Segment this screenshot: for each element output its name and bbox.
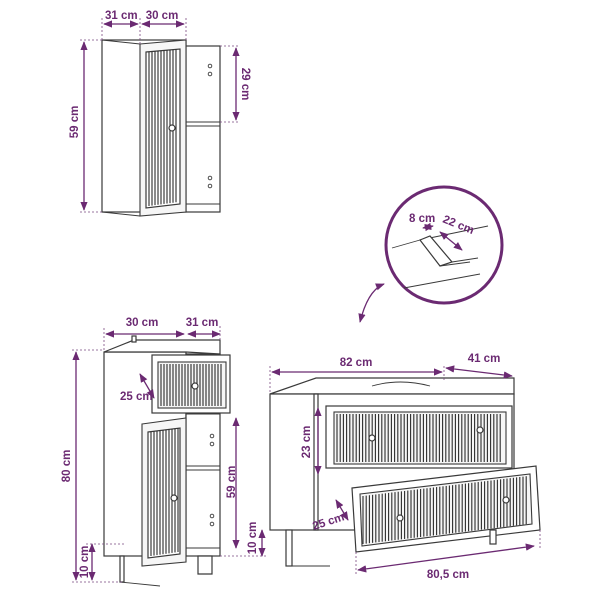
tall-cabinet — [72, 326, 268, 587]
vanity-depth-label: 41 cm — [468, 353, 501, 365]
vanity-bottom-label: 80,5 cm — [427, 569, 469, 581]
tall-cabinet-depth-label: 31 cm — [186, 317, 219, 329]
detail-label-a: 8 cm — [409, 213, 435, 225]
wall-cabinet-open-side — [185, 45, 221, 213]
tall-cabinet-leg-label-left: 10 cm — [79, 546, 91, 579]
tall-cabinet-height-label: 80 cm — [61, 450, 73, 483]
tall-cabinet-leg-label-right: 10 cm — [247, 522, 259, 555]
tall-cabinet-drawer-label: 25 cm — [120, 391, 153, 403]
vanity-drawer-label: 23 cm — [301, 426, 313, 459]
wall-cabinet-shelf-label: 29 cm — [239, 68, 251, 101]
detail-pointer-arrow — [358, 283, 385, 323]
vanity-unit — [269, 365, 541, 574]
wall-cabinet — [80, 18, 240, 217]
door-knob — [168, 124, 176, 132]
vanity-width-label: 82 cm — [340, 357, 373, 369]
wall-cabinet-depth-label: 31 cm — [105, 10, 138, 22]
hinge-detail — [358, 185, 504, 323]
wall-cabinet-height-label: 59 cm — [69, 106, 81, 139]
wall-cabinet-width-label: 30 cm — [146, 10, 179, 22]
tall-cabinet-inner-label: 59 cm — [226, 466, 238, 499]
tall-cabinet-width-label: 30 cm — [126, 317, 159, 329]
